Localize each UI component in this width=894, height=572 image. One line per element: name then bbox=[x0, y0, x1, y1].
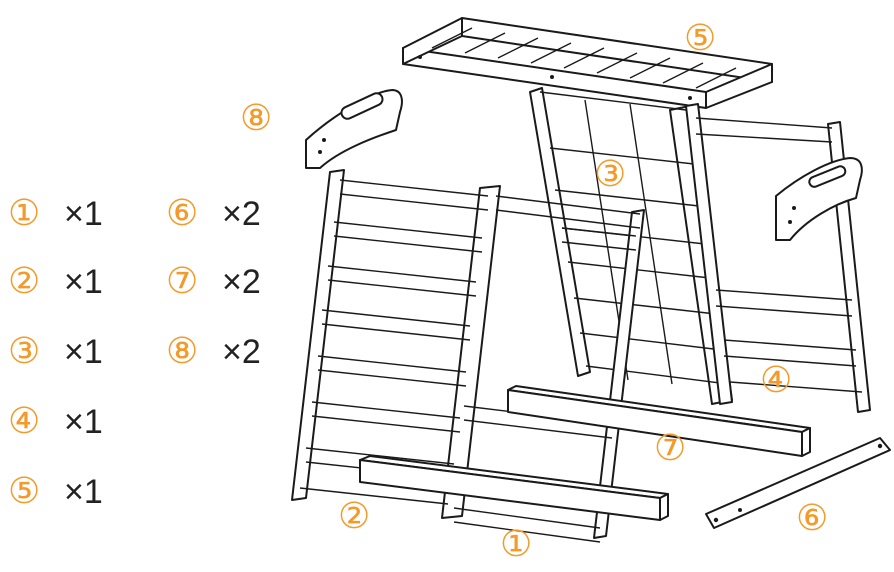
part-5-top-ladder bbox=[402, 17, 773, 109]
part-3-net-panel bbox=[529, 87, 733, 405]
parts-list-qty-4: ×1 bbox=[64, 403, 103, 441]
parts-list-qty-3: ×1 bbox=[64, 333, 103, 371]
callout-4: ④ bbox=[760, 360, 792, 401]
part-6-brace bbox=[705, 437, 891, 529]
parts-list-marker-5: ⑤ bbox=[8, 471, 40, 512]
parts-list: ① ×1 ② ×1 ③ ×1 ④ ×1 ⑤ ×1 ⑥ ×2 ⑦ ×2 ⑧ ×2 bbox=[8, 193, 261, 512]
callout-6: ⑥ bbox=[796, 498, 828, 539]
parts-list-qty-7: ×2 bbox=[222, 263, 261, 301]
part-1-front-ladder bbox=[453, 195, 645, 543]
part-8-handle-left bbox=[305, 89, 403, 169]
part-2-left-ladder bbox=[291, 169, 501, 519]
parts-list-qty-5: ×1 bbox=[64, 473, 103, 511]
callout-3: ③ bbox=[594, 154, 626, 195]
parts-list-marker-3: ③ bbox=[8, 331, 40, 372]
parts-list-qty-1: ×1 bbox=[64, 195, 103, 233]
callout-5: ⑤ bbox=[684, 18, 716, 59]
parts-list-marker-4: ④ bbox=[8, 401, 40, 442]
callout-1: ① bbox=[500, 524, 532, 565]
part-8-handle-right bbox=[775, 157, 863, 241]
parts-list-qty-2: ×1 bbox=[64, 263, 103, 301]
parts-list-marker-2: ② bbox=[8, 261, 40, 302]
parts-list-marker-6: ⑥ bbox=[166, 193, 198, 234]
parts-list-marker-7: ⑦ bbox=[166, 261, 198, 302]
part-7-beams bbox=[359, 385, 811, 521]
parts-list-marker-1: ① bbox=[8, 193, 40, 234]
parts-list-qty-8: ×2 bbox=[222, 333, 261, 371]
callout-8: ⑧ bbox=[240, 98, 272, 139]
callout-2: ② bbox=[338, 496, 370, 537]
callout-7: ⑦ bbox=[654, 428, 686, 469]
callouts: ① ② ③ ④ ⑤ ⑥ ⑦ ⑧ bbox=[240, 18, 828, 565]
parts-list-marker-8: ⑧ bbox=[166, 331, 198, 372]
parts-list-qty-6: ×2 bbox=[222, 195, 261, 233]
